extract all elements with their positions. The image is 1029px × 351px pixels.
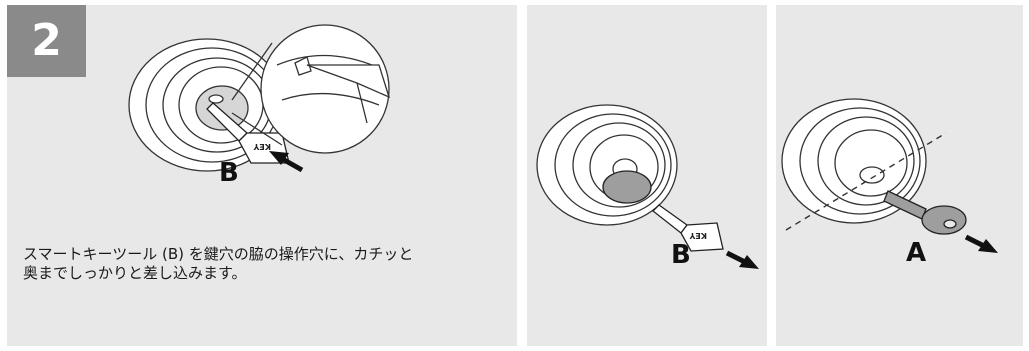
instruction-line-1: スマートキーツール (B) を鍵穴の脇の操作穴に、カチッと bbox=[23, 245, 503, 264]
step-panel-insert: 2 KEY B bbox=[7, 5, 517, 346]
deadbolt-remove-tool-illustration: KEY B bbox=[527, 5, 767, 346]
step-panel-remove-key: A bbox=[776, 5, 1023, 346]
deadbolt-icon bbox=[537, 105, 677, 225]
tool-b-callout: B bbox=[671, 240, 691, 270]
pull-arrow-icon bbox=[727, 253, 759, 269]
instruction-text: スマートキーツール (B) を鍵穴の脇の操作穴に、カチッと 奥までしっかりと差し… bbox=[23, 245, 503, 283]
key-a-icon bbox=[884, 191, 966, 234]
key-in-lock-icon bbox=[603, 171, 651, 203]
deadbolt-insert-illustration: KEY B bbox=[7, 5, 517, 205]
tool-key-label: KEY bbox=[253, 142, 271, 151]
instruction-line-2: 奥までしっかりと差し込みます。 bbox=[23, 264, 503, 283]
tool-b-callout: B bbox=[219, 158, 239, 188]
tool-key-label: KEY bbox=[689, 231, 707, 240]
deadbolt-remove-key-illustration: A bbox=[776, 5, 1023, 346]
step-panel-remove-tool: KEY B bbox=[527, 5, 767, 346]
pull-arrow-icon bbox=[966, 237, 998, 253]
key-a-callout: A bbox=[906, 238, 926, 268]
